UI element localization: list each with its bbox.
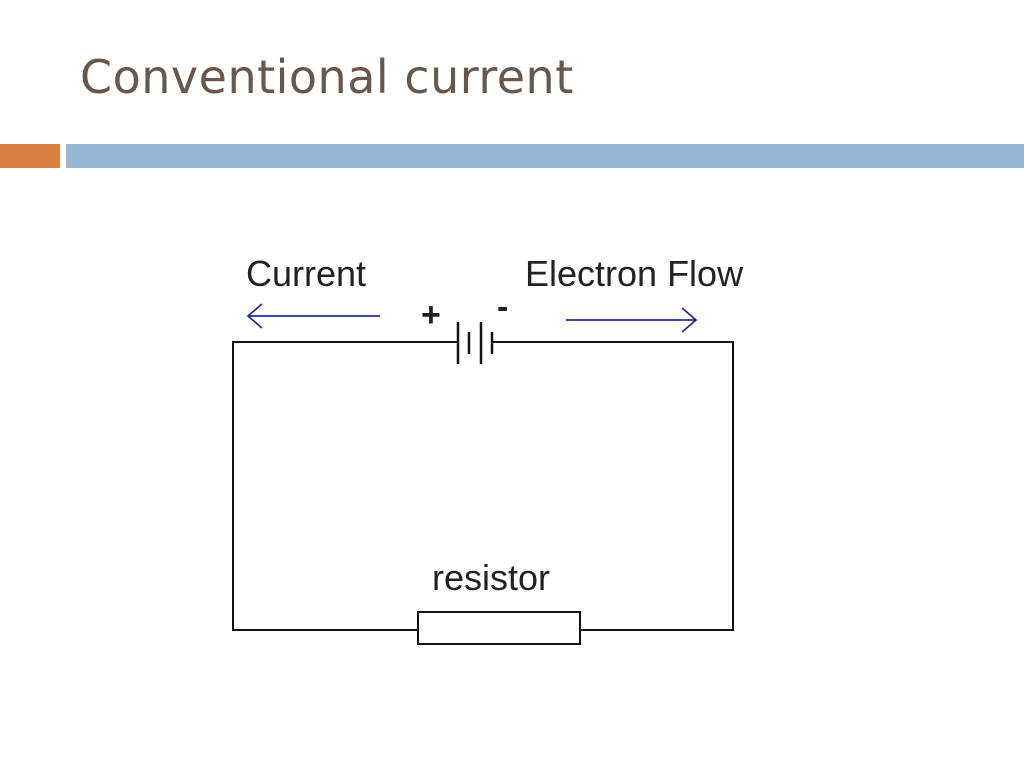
- negative-terminal-label: -: [497, 288, 508, 326]
- resistor-icon: [417, 611, 581, 645]
- wire-left-top: [232, 341, 458, 631]
- current-arrow-icon: [246, 303, 380, 329]
- battery-icon: [456, 322, 494, 364]
- circuit-wires: [232, 341, 734, 631]
- accent-bar: [0, 144, 60, 168]
- electron-flow-label: Electron Flow: [525, 253, 744, 294]
- wire-right-top: [492, 341, 734, 631]
- resistor-label: resistor: [432, 557, 550, 598]
- electron-flow-arrow-icon: [566, 307, 698, 333]
- positive-terminal-label: +: [421, 296, 441, 334]
- slide-title: Conventional current: [80, 50, 574, 104]
- current-label: Current: [246, 253, 366, 294]
- title-underline-bar: [66, 144, 1024, 168]
